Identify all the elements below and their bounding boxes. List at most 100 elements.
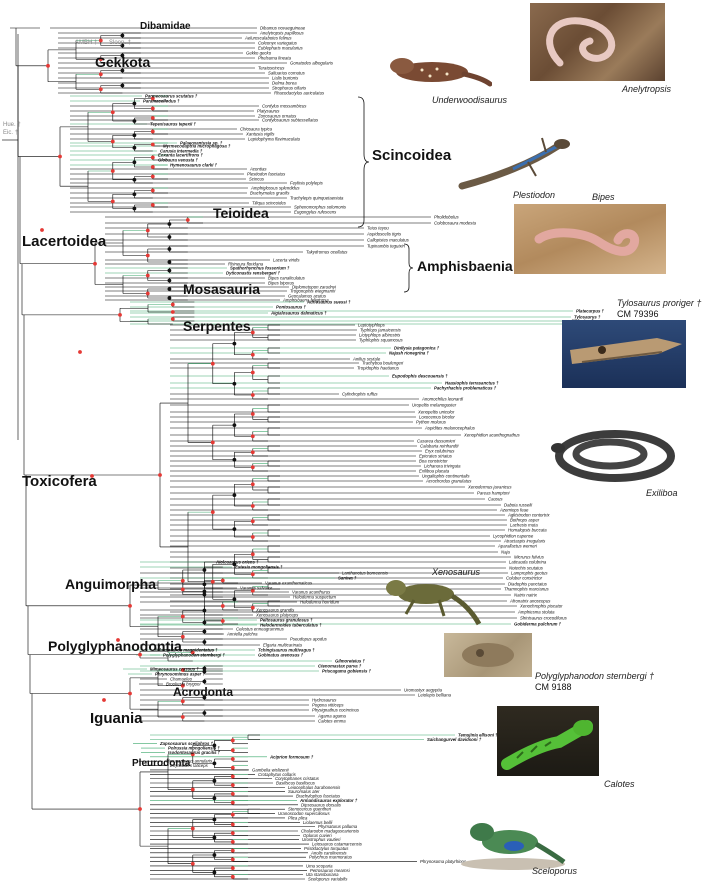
clade-label-toxicofera: Toxicofera <box>22 473 97 490</box>
taxon-label: Boa constrictor <box>419 459 448 464</box>
tree-node-marker <box>150 96 155 101</box>
taxon-label: Eoxanta lacertifrons † <box>158 153 204 158</box>
tylosaurus-specimen: CM 79396 <box>617 309 659 319</box>
taxon-label: Polrussia mongoliensis † <box>168 746 220 751</box>
tree-node-marker <box>220 619 225 623</box>
label-ambh: AMBH † <box>75 40 98 46</box>
taxon-label: Anniella pulchra <box>226 632 258 637</box>
tree-node-marker <box>150 129 155 134</box>
tree-node-marker <box>180 614 185 619</box>
taxon-label: Globaura venusta † <box>158 158 198 163</box>
tree-node-marker <box>98 57 103 62</box>
sceloporus-caption: Sceloporus <box>532 866 578 876</box>
label-sloop: Sloop. † <box>109 40 132 46</box>
tree-node-marker <box>232 597 237 602</box>
taxon-label: Physignathus cocincinus <box>312 708 360 713</box>
tree-node-marker <box>250 330 255 335</box>
taxon-label: Teius teyou <box>367 226 389 231</box>
taxon-label: Lialis burtonis <box>272 76 299 81</box>
taxon-label: Uma scoparia <box>306 863 333 868</box>
tree-node-marker <box>232 457 237 462</box>
taxon-label: Cordylosaurus subtessellatus <box>262 118 319 123</box>
taxon-label: Aeluroscalabotes felinus <box>244 36 292 41</box>
tree-node-marker <box>202 620 207 625</box>
tree-node-marker <box>210 579 215 584</box>
taxon-label: Amphiesma stolata <box>517 610 555 615</box>
taxon-label: Coluber constrictor <box>506 576 543 581</box>
tree-node-marker <box>212 853 217 857</box>
tree-node-marker <box>202 629 207 634</box>
taxon-label: Phrynosomimus asper † <box>155 672 206 677</box>
taxon-label: Haasiophis terrasanctus † <box>445 381 499 386</box>
tree-node-marker <box>98 72 103 77</box>
taxon-label: Casarea dussumieri <box>417 439 456 444</box>
taxon-label: Lachesis muta <box>510 523 538 528</box>
taxon-label: Saniwa † <box>338 576 357 581</box>
tree-node-marker <box>202 589 207 594</box>
tree-node-marker <box>138 807 142 811</box>
tree-node-marker <box>250 482 255 487</box>
tree-node-marker <box>110 169 115 173</box>
taxon-label: Amphiglossus splendidus <box>250 186 300 191</box>
tree-node-marker <box>180 699 185 704</box>
tree-node-marker <box>110 139 115 144</box>
taxon-label: Amphisbaena fuliginosa <box>282 298 329 303</box>
tree-node-marker <box>190 650 195 655</box>
taxon-label: Leiosaurus catamarcensis <box>312 842 363 847</box>
taxon-label: Takydromus ocellatus <box>306 250 348 255</box>
tree-node-marker <box>230 840 235 844</box>
taxon-label: Helodermoides tuberculatus † <box>260 623 322 628</box>
taxon-label: Acontias <box>249 167 267 172</box>
tylosaurus-photo <box>562 320 686 388</box>
taxon-label: Dyticonastis rensbergeri † <box>226 271 281 276</box>
tree-node-marker <box>250 572 255 577</box>
taxon-label: Stenocercus guentheri <box>288 807 332 812</box>
xenosaurus-caption: Xenosaurus <box>432 567 481 577</box>
clade-label-amphisbaenia: Amphisbaenia <box>417 258 513 274</box>
tree-node-marker <box>250 588 255 593</box>
tree-node-marker <box>212 761 217 766</box>
taxon-label: Tchingisaurus multivagus † <box>258 648 315 653</box>
taxon-label: Lepidophyma flavimaculatu <box>248 137 301 142</box>
tree-node-marker <box>250 450 255 455</box>
tree-node-marker <box>250 352 255 357</box>
taxon-label: Mimeosaurus crassus † <box>150 667 199 672</box>
taxon-label: Xenochrophis piscator <box>519 604 563 609</box>
taxon-label: Tepexisaurus tepexii † <box>150 122 197 127</box>
taxon-label: Trogonophis wiegmanni <box>290 289 336 294</box>
taxon-label: Pristidactylus torquatus <box>304 846 349 851</box>
tree-node-marker <box>230 783 235 788</box>
taxon-label: Trachylepis quinquetaeniata <box>290 196 344 201</box>
taxon-label: Dipsosaurus dorsalis <box>301 802 342 807</box>
taxon-label: Dinilysia patagonica † <box>394 346 440 351</box>
taxon-label: Sceloporus variabilis <box>308 877 348 882</box>
taxon-label: Pseudopus apodus <box>290 637 328 642</box>
tree-node-marker <box>230 800 235 805</box>
taxon-label: Bothrops asper <box>510 518 540 523</box>
tree-node-marker <box>250 434 255 439</box>
taxon-label: Liolaemus bellii <box>303 820 333 825</box>
label-hue: Hue. † <box>3 122 21 128</box>
taxon-label: Plestiodon fasciatus <box>247 172 286 177</box>
tree-node-marker <box>202 666 207 671</box>
tree-node-marker <box>250 519 255 524</box>
polyglyphanodon-photo <box>444 633 532 677</box>
taxon-label: Anelytropsis papillosus <box>259 31 305 36</box>
taxon-label: Saltuarius cornutus <box>268 71 306 76</box>
tree-node-marker <box>132 192 137 197</box>
tree-node-marker <box>202 679 207 684</box>
taxon-label: Eublepharis macularius <box>258 46 304 51</box>
label-eic: Eic. † <box>3 130 19 136</box>
taxon-label: Gobinatus arenosus † <box>258 653 304 658</box>
tree-node-marker <box>232 381 237 386</box>
taxon-label: Varanus salvator <box>240 586 273 591</box>
calotes-caption: Calotes <box>604 779 635 789</box>
taxon-label: Temujinia ellisoni † <box>458 733 498 738</box>
taxon-label: Calotes emma <box>318 719 346 724</box>
tree-node-marker <box>170 317 175 321</box>
tree-node-marker <box>167 235 172 239</box>
tree-node-marker <box>190 787 195 792</box>
tree-node-marker <box>180 668 185 672</box>
